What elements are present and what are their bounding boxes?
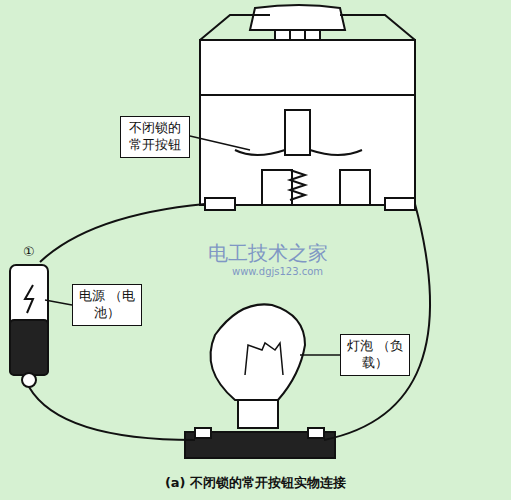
callout-box: 不闭锁的 常开按钮 bbox=[120, 116, 190, 158]
callout-box: 灯泡 （负载） bbox=[340, 334, 410, 376]
callout-text: 电源 （电池） bbox=[77, 288, 137, 322]
callout-text: 灯泡 （负载） bbox=[345, 338, 405, 372]
watermark: www.dgjs123.com bbox=[232, 266, 323, 277]
callout-text: 不闭锁的 常开按钮 bbox=[125, 120, 185, 154]
caption: (a) 不闭锁的常开按钮实物连接 bbox=[0, 474, 511, 492]
callout-number: ① bbox=[23, 244, 35, 259]
watermark: 电工技术之家 bbox=[208, 240, 328, 267]
callout-box: 电源 （电池） bbox=[72, 284, 142, 326]
